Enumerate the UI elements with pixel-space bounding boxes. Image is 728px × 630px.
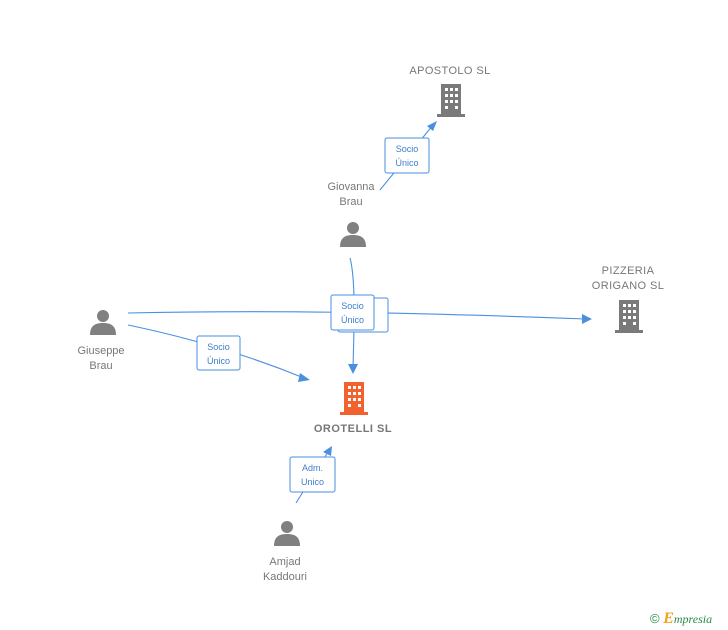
- node-label: Giovanna: [327, 181, 375, 193]
- edge-label-giovanna-orotelli: Socio Único: [330, 294, 375, 331]
- building-icon: [340, 382, 368, 415]
- node-label: APOSTOLO SL: [409, 65, 490, 77]
- edge-label-line-2: Único: [207, 356, 230, 366]
- node-label: Amjad: [269, 556, 300, 568]
- building-icon: [615, 300, 643, 333]
- edge-label-amjad-orotelli: Adm. Unico: [289, 456, 336, 493]
- node-giuseppe[interactable]: Giuseppe Brau: [77, 310, 125, 372]
- node-label: Kaddouri: [263, 571, 307, 583]
- node-amjad[interactable]: Amjad Kaddouri: [263, 521, 307, 583]
- edge-label-line-2: Único: [395, 158, 418, 168]
- footer-brand: © Empresia: [650, 610, 712, 628]
- brand-initial: E: [663, 610, 674, 627]
- building-icon: [437, 84, 465, 117]
- node-label: ORIGANO SL: [592, 280, 664, 292]
- edge-label-line-2: Unico: [301, 477, 324, 487]
- node-pizzeria[interactable]: PIZZERIA ORIGANO SL: [592, 265, 664, 333]
- node-label: Brau: [339, 196, 362, 208]
- brand-name: mpresia: [673, 612, 713, 626]
- node-label: Giuseppe: [77, 345, 124, 357]
- person-icon: [340, 222, 366, 247]
- copyright-icon: ©: [650, 611, 660, 626]
- edge-label-line-1: Socio: [341, 301, 364, 311]
- edge-label-giuseppe-orotelli: Socio Único: [196, 335, 241, 371]
- edge-label-line-1: Socio: [396, 144, 419, 154]
- node-label: OROTELLI SL: [314, 423, 392, 435]
- node-apostolo[interactable]: APOSTOLO SL: [409, 65, 490, 117]
- edge-label-line-1: Socio: [207, 342, 230, 352]
- node-orotelli[interactable]: OROTELLI SL: [314, 382, 392, 435]
- edge-label-giovanna-apostolo: Socio Único: [384, 137, 430, 174]
- node-giovanna[interactable]: Giovanna Brau: [327, 181, 375, 247]
- node-label: Brau: [89, 360, 112, 372]
- edge-label-line-1: Adm.: [302, 463, 323, 473]
- node-label: PIZZERIA: [602, 265, 655, 277]
- person-icon: [274, 521, 300, 546]
- person-icon: [90, 310, 116, 335]
- edge-label-line-2: Único: [341, 315, 364, 325]
